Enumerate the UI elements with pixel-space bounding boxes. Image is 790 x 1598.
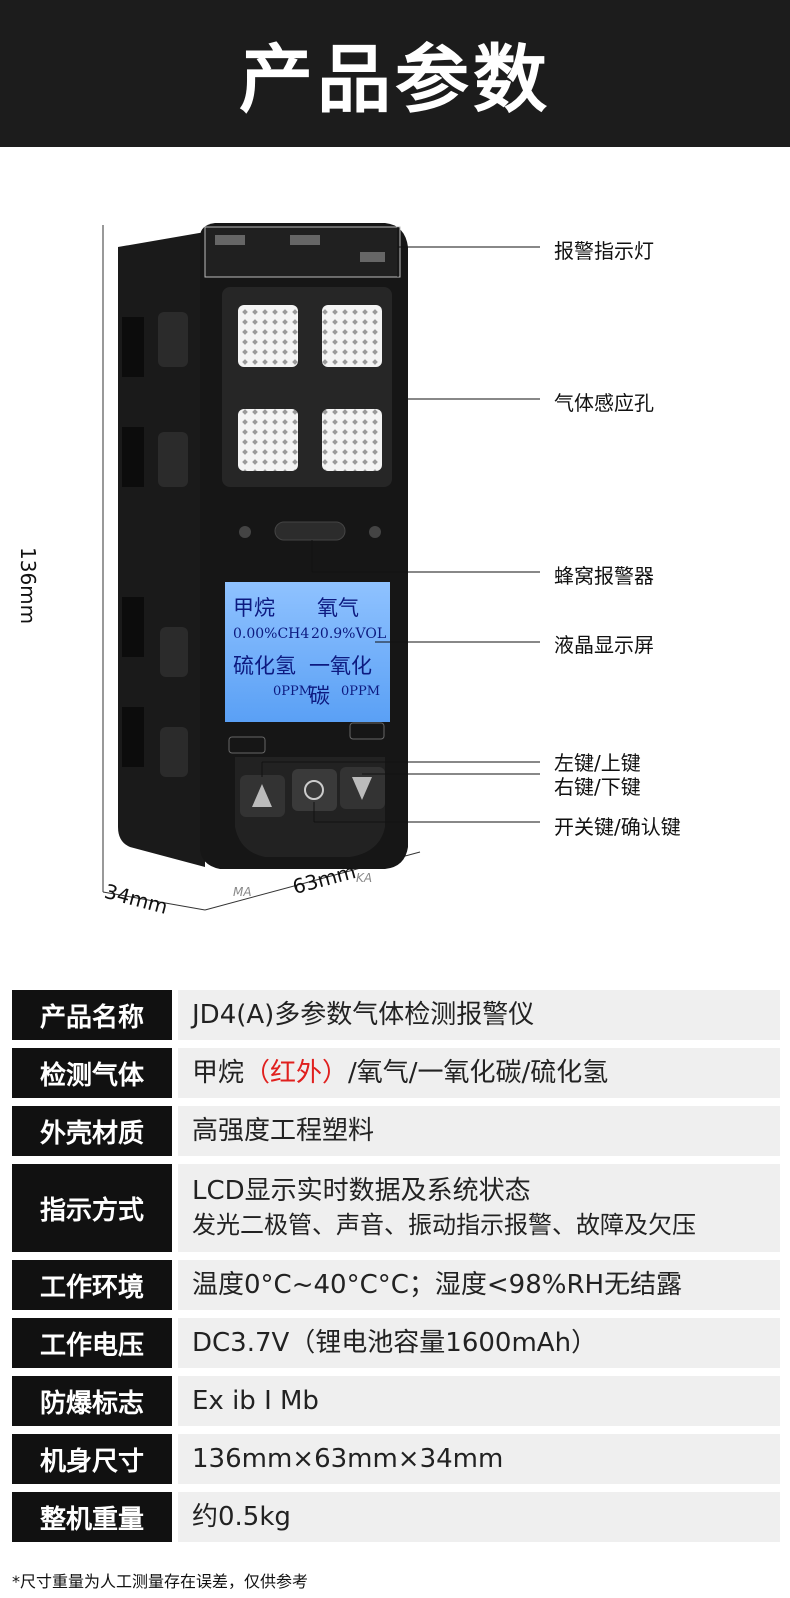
spec-table: 产品名称 JD4(A)多参数气体检测报警仪 检测气体 甲烷（红外）/氧气/一氧化… [12,990,780,1550]
gas-detector-illustration [102,223,540,911]
spec-row-voltage: 工作电压 DC3.7V（锂电池容量1600mAh） [12,1318,780,1368]
spec-label: 整机重量 [12,1492,172,1542]
mark-ka: KA [356,871,373,885]
spec-row-gases: 检测气体 甲烷（红外）/氧气/一氧化碳/硫化氢 [12,1048,780,1098]
spec-value: Ex ib I Mb [178,1376,780,1426]
lcd-line1-left: 甲烷 [233,596,275,620]
spec-value: JD4(A)多参数气体检测报警仪 [178,990,780,1040]
spec-label: 机身尺寸 [12,1434,172,1484]
callout-alarm-light: 报警指示灯 [554,239,654,263]
footnote: *尺寸重量为人工测量存在误差，仅供参考 [12,1572,309,1591]
spec-row-size: 机身尺寸 136mm×63mm×34mm [12,1434,780,1484]
lcd-line4-left: 0PPM [273,684,313,699]
spec-value: 约0.5kg [178,1492,780,1542]
spec-label: 外壳材质 [12,1106,172,1156]
callout-power-key: 开关键/确认键 [554,815,681,839]
spec-row-material: 外壳材质 高强度工程塑料 [12,1106,780,1156]
spec-value: 甲烷（红外）/氧气/一氧化碳/硫化氢 [178,1048,780,1098]
spec-label: 检测气体 [12,1048,172,1098]
spec-label: 产品名称 [12,990,172,1040]
spec-value: LCD显示实时数据及系统状态 发光二极管、声音、振动指示报警、故障及欠压 [178,1164,780,1252]
spec-row-indication: 指示方式 LCD显示实时数据及系统状态 发光二极管、声音、振动指示报警、故障及欠… [12,1164,780,1252]
page-title: 产品参数 [239,37,551,123]
callout-buzzer: 蜂窝报警器 [554,564,654,588]
lcd-line3-left: 硫化氢 [233,654,296,678]
spec-row-explosion-proof: 防爆标志 Ex ib I Mb [12,1376,780,1426]
lcd-line3-right: 一氧化碳 [309,654,372,708]
spec-label: 工作电压 [12,1318,172,1368]
page-header: 产品参数 [0,0,790,147]
height-dimension: 136mm [16,547,40,625]
spec-value: 136mm×63mm×34mm [178,1434,780,1484]
spec-row-environment: 工作环境 温度0°C~40°C°C；湿度<98%RH无结露 [12,1260,780,1310]
spec-value: 温度0°C~40°C°C；湿度<98%RH无结露 [178,1260,780,1310]
callout-right-key: 右键/下键 [554,775,641,799]
spec-value-line: LCD显示实时数据及系统状态 [192,1176,531,1206]
spec-label: 工作环境 [12,1260,172,1310]
callout-gas-hole: 气体感应孔 [554,391,654,415]
lcd-screen: 甲烷 氧气 0.00%CH4 20.9%VOL 硫化氢 一氧化碳 0PPM 0P… [225,582,390,722]
spec-label: 防爆标志 [12,1376,172,1426]
mark-ma: MA [233,885,252,899]
lcd-line2-right: 20.9%VOL [311,626,387,642]
spec-value-part: 甲烷 [192,1058,245,1088]
spec-label: 指示方式 [12,1164,172,1252]
callout-lcd: 液晶显示屏 [554,633,654,657]
spec-row-weight: 整机重量 约0.5kg [12,1492,780,1542]
spec-value: 高强度工程塑料 [178,1106,780,1156]
spec-value: DC3.7V（锂电池容量1600mAh） [178,1318,780,1368]
lcd-line1-right: 氧气 [317,596,359,620]
lcd-line2-left: 0.00%CH4 [233,626,310,642]
lcd-line4-right: 0PPM [341,684,381,699]
spec-row-name: 产品名称 JD4(A)多参数气体检测报警仪 [12,990,780,1040]
callout-left-key: 左键/上键 [554,751,641,775]
spec-value-line: 发光二极管、声音、振动指示报警、故障及欠压 [192,1211,696,1239]
spec-value-part: /氧气/一氧化碳/硫化氢 [348,1058,609,1088]
spec-value-highlight: （红外） [244,1058,349,1088]
device-illustration-area: 甲烷 氧气 0.00%CH4 20.9%VOL 硫化氢 一氧化碳 0PPM 0P… [0,147,790,977]
